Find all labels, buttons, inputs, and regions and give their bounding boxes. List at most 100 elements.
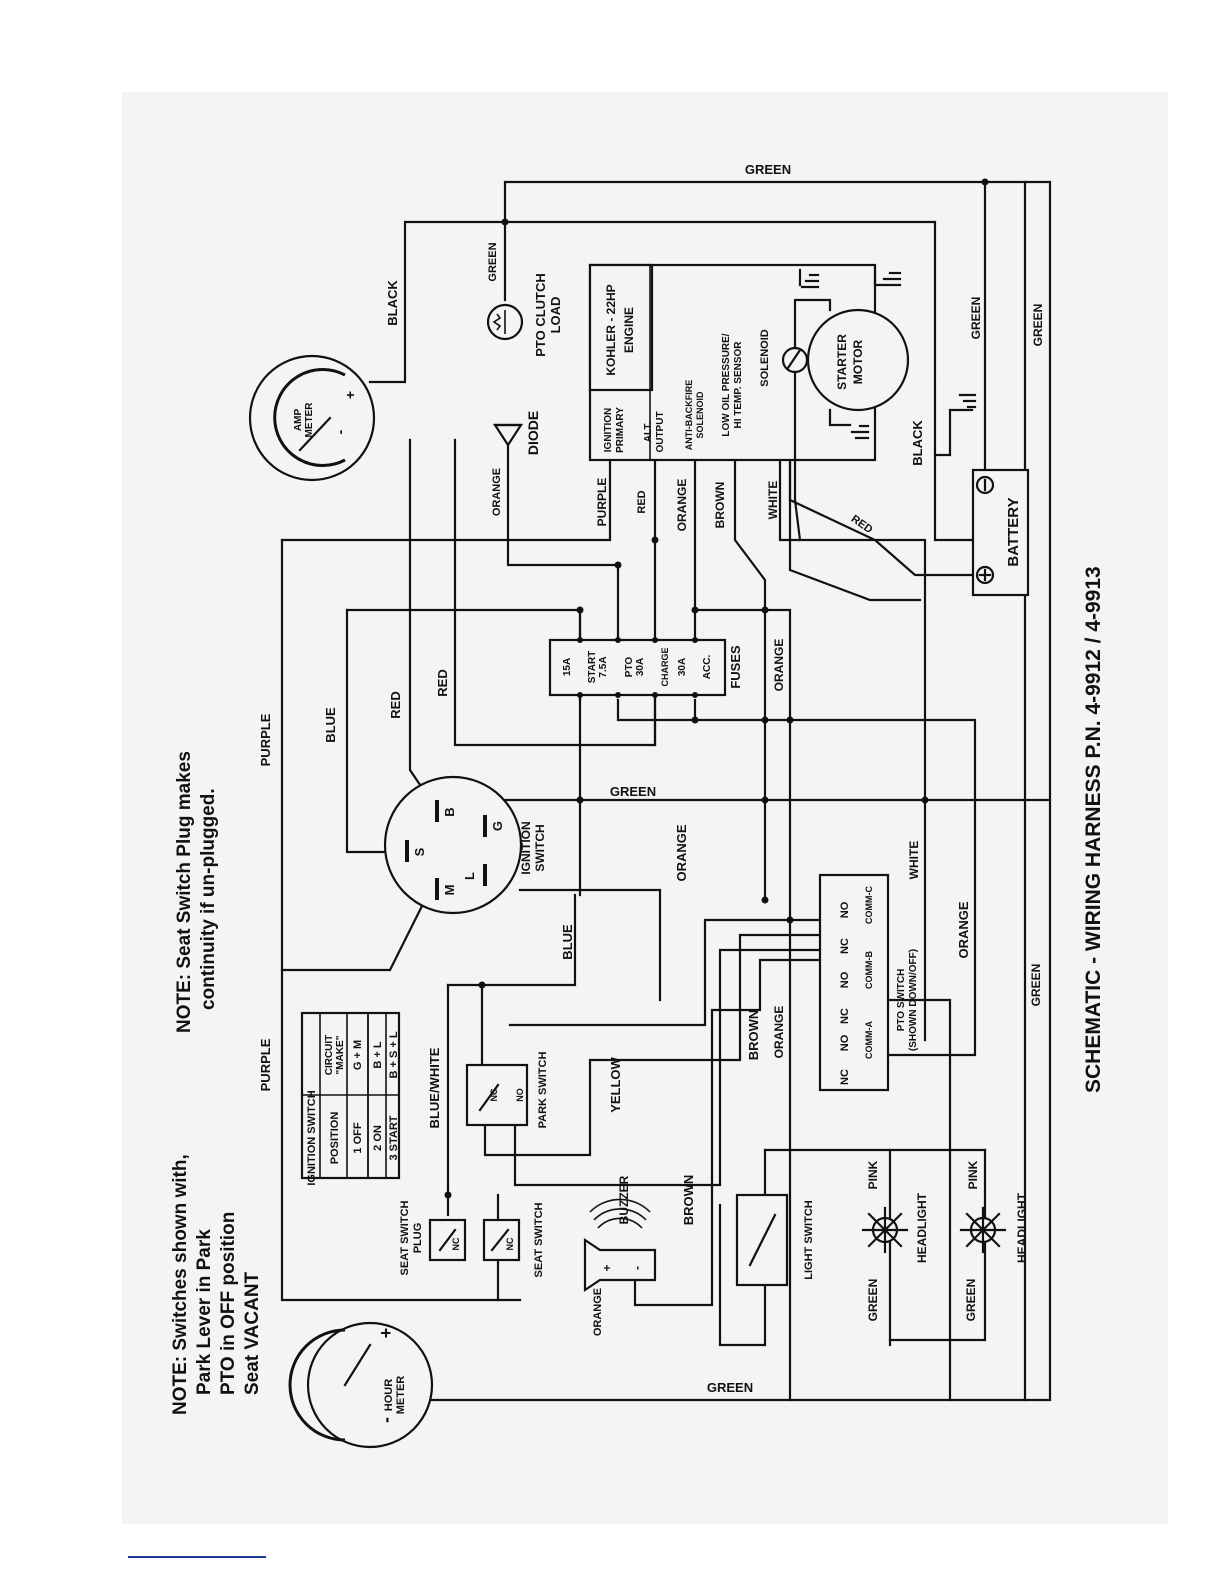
fuse-4-rating: 30A bbox=[677, 658, 688, 676]
ignition-terminal-g: G bbox=[490, 821, 505, 831]
schematic-title: SCHEMATIC - WIRING HARNESS P.N. 4-9912 /… bbox=[1082, 566, 1105, 1093]
ground-icon bbox=[798, 268, 820, 289]
ignition-table: IGNITION SWITCH POSITION CIRCUIT "MAKE" … bbox=[300, 1011, 401, 1186]
fuses-label: FUSES bbox=[728, 645, 743, 689]
wire-label-purple-3: PURPLE bbox=[595, 478, 609, 527]
light-switch-label: LIGHT SWITCH bbox=[803, 1200, 815, 1279]
amp-meter-minus: - bbox=[332, 429, 348, 434]
note-switches-line-3: PTO in OFF position bbox=[218, 1212, 239, 1395]
amp-meter-plus: + bbox=[342, 391, 358, 399]
note-seat-plug-line-2: continuity if un-plugged. bbox=[198, 788, 219, 1010]
hour-meter: HOUR METER + - bbox=[288, 1321, 434, 1449]
seat-switch-label: SEAT SWITCH bbox=[533, 1202, 545, 1277]
seat-switch-nc: NC bbox=[505, 1237, 515, 1250]
page-footer-underline bbox=[128, 1556, 266, 1558]
wire-label-white-1: WHITE bbox=[766, 481, 780, 520]
wire-label-green-bottom: GREEN bbox=[707, 1380, 753, 1395]
engine-label-2: ENGINE bbox=[622, 307, 636, 353]
ignition-table-row1-make: G + M bbox=[352, 1040, 364, 1070]
ignition-table-col-circuit-1: CIRCUIT bbox=[324, 1035, 335, 1076]
amp-meter-body bbox=[248, 354, 376, 482]
park-switch-no: NO bbox=[515, 1088, 525, 1102]
wire-label-orange-ign: ORANGE bbox=[674, 824, 689, 881]
hour-meter-label-2: METER bbox=[395, 1376, 407, 1415]
wire-label-orange-diode: ORANGE bbox=[491, 468, 503, 516]
hour-meter-plus: + bbox=[376, 1328, 396, 1339]
pto-switch-label-1: PTO SWITCH bbox=[896, 969, 907, 1032]
wire-label-orange-pto: ORANGE bbox=[956, 901, 971, 958]
note-switches-line-4: Seat VACANT bbox=[242, 1271, 263, 1395]
ignition-switch-label-1: IGNITION bbox=[519, 821, 533, 874]
seat-switch-plug-nc: NC bbox=[451, 1237, 461, 1250]
wire-label-black-top: BLACK bbox=[385, 280, 400, 326]
pto-contact-4: NO bbox=[839, 971, 851, 988]
ignition-table-row2-make: B + L bbox=[372, 1041, 384, 1068]
pto-switch-label-2: (SHOWN DOWN/OFF) bbox=[908, 949, 919, 1051]
buzzer-minus: - bbox=[630, 1266, 644, 1270]
ignition-table-col-position: POSITION bbox=[329, 1112, 341, 1165]
wire-label-red-2: RED bbox=[435, 669, 450, 696]
wire-label-purple-1: PURPLE bbox=[258, 713, 273, 766]
engine-terminal-3a: ANTI-BACKFIRE bbox=[684, 380, 694, 451]
ignition-terminal-s: S bbox=[412, 847, 427, 856]
fuse-2-name: PTO bbox=[624, 657, 635, 678]
wire-label-orange-buzzer: ORANGE bbox=[592, 1288, 604, 1336]
pto-clutch-label-1: PTO CLUTCH bbox=[533, 273, 548, 357]
headlight-2: HEADLIGHT PINK GREEN bbox=[959, 1160, 1029, 1321]
pto-comm-a: COMM-A bbox=[864, 1021, 874, 1059]
pto-clutch: PTO CLUTCH LOAD bbox=[486, 273, 563, 357]
engine-label-1: KOHLER - 22HP bbox=[604, 284, 618, 375]
ignition-switch: S B G L M IGNITION SWITCH bbox=[383, 775, 547, 915]
park-switch: NC NO PARK SWITCH bbox=[465, 1052, 549, 1128]
ignition-table-col-circuit-2: "MAKE" bbox=[335, 1035, 346, 1074]
diode-label: DIODE bbox=[525, 411, 541, 455]
hour-meter-minus: - bbox=[376, 1417, 396, 1423]
battery: BATTERY bbox=[971, 468, 1030, 597]
pto-clutch-label-2: LOAD bbox=[548, 297, 563, 334]
ignition-table-row3-position: 3 START bbox=[388, 1115, 400, 1160]
engine-terminal-2b: OUTPUT bbox=[655, 411, 666, 452]
wire-label-red-1: RED bbox=[388, 691, 403, 718]
amp-meter-label-1: AMP bbox=[293, 409, 304, 432]
ignition-terminal-m: M bbox=[442, 885, 457, 896]
wire-label-brown-2: BROWN bbox=[746, 1010, 761, 1061]
headlight-1: HEADLIGHT PINK GREEN bbox=[861, 1160, 929, 1321]
wire-label-orange-fuse: ORANGE bbox=[772, 639, 786, 692]
ground-icon bbox=[873, 270, 902, 287]
wire-label-blue-white: BLUE/WHITE bbox=[427, 1047, 442, 1128]
fuse-2-rating: 7.5A bbox=[598, 656, 609, 677]
ignition-table-row3-make: B + S + L bbox=[388, 1031, 400, 1078]
ignition-table-row1-position: 1 OFF bbox=[352, 1122, 364, 1153]
wire-label-orange-engine: ORANGE bbox=[675, 479, 689, 532]
pto-contact-6: NO bbox=[839, 901, 851, 918]
wire-label-green-right-2: GREEN bbox=[1031, 304, 1045, 347]
engine-terminal-4b: HI TEMP. SENSOR bbox=[733, 341, 744, 429]
fuse-4-name: ACC. bbox=[702, 655, 713, 680]
wire-label-orange-lower: ORANGE bbox=[772, 1006, 786, 1059]
seat-switch-plug: NC SEAT SWITCH PLUG bbox=[399, 1200, 467, 1275]
pto-comm-b: COMM-B bbox=[864, 951, 874, 989]
wire-label-purple-2: PURPLE bbox=[258, 1038, 273, 1091]
ignition-table-header: IGNITION SWITCH bbox=[306, 1090, 318, 1185]
note-switches-line-2: Park Lever in Park bbox=[194, 1229, 215, 1395]
ignition-table-row2-position: 2 ON bbox=[372, 1125, 384, 1151]
headlight-2-label: HEADLIGHT bbox=[1015, 1192, 1029, 1263]
hour-meter-gauge-arc bbox=[288, 1328, 346, 1442]
pto-contact-3: NC bbox=[839, 1008, 851, 1024]
wire-label-brown-1: BROWN bbox=[713, 482, 727, 529]
junction-dots bbox=[444, 178, 989, 1199]
wire-label-green-mid: GREEN bbox=[610, 784, 656, 799]
park-switch-nc: NC bbox=[489, 1088, 499, 1101]
wire-label-white-2: WHITE bbox=[907, 841, 921, 880]
wire-label-brown-3: BROWN bbox=[681, 1175, 696, 1226]
amp-meter-label-2: METER bbox=[304, 402, 315, 438]
hour-meter-label-1: HOUR bbox=[383, 1379, 395, 1411]
seat-switch-plug-label-1: SEAT SWITCH bbox=[399, 1200, 411, 1275]
wire-label-blue-1: BLUE bbox=[323, 707, 338, 743]
note-switches-line-1: NOTE: Switches shown with, bbox=[170, 1154, 191, 1415]
starter-label-2: MOTOR bbox=[851, 339, 865, 384]
wire-label-green-lower: GREEN bbox=[1029, 964, 1043, 1007]
ignition-terminal-l: L bbox=[462, 872, 477, 880]
ignition-terminal-b: B bbox=[442, 807, 457, 816]
